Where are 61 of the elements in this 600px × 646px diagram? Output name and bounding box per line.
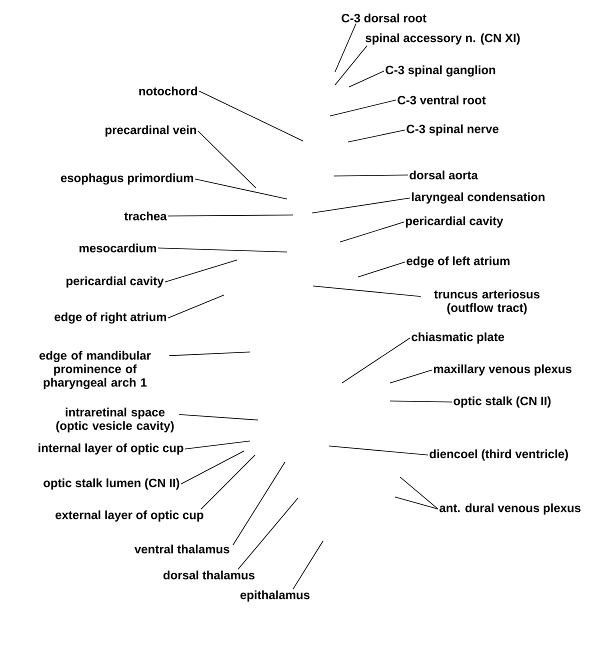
leader-line [312, 286, 422, 297]
structure-label: internal layer of optic cup [38, 443, 184, 455]
structure-label: optic stalk lumen (CN II) [44, 478, 180, 490]
structure-label: trachea [124, 212, 167, 220]
structure-label: ventral thalamus [134, 544, 230, 554]
structure-label: C-3 spinal ganglion [386, 65, 496, 77]
leader-line [164, 260, 238, 282]
structure-label: edge of mandibular prominence of pharyngeal arch 1 [39, 350, 151, 390]
structure-label: esophagus primordium [60, 173, 194, 185]
leader-line [238, 498, 298, 570]
leader-line [390, 400, 452, 402]
leader-line [198, 130, 256, 188]
structure-label: dorsal thalamus [163, 570, 254, 580]
structure-label: edge of right atrium [54, 312, 166, 324]
structure-label: spinal accessory n. (CN XI) [366, 33, 520, 45]
structure-label: edge of left atrium [406, 256, 510, 268]
structure-label: C-3 ventral root [398, 96, 486, 104]
leader-line [194, 178, 288, 200]
structure-label: intraretinal space (optic vesicle cavity) [56, 408, 174, 432]
leader-line [394, 496, 438, 510]
leader-line [180, 450, 244, 484]
structure-label: pericardial cavity [66, 276, 164, 288]
structure-label: maxillary venous plexus [434, 364, 572, 376]
leader-line [334, 174, 408, 176]
leader-line [200, 454, 256, 510]
structure-label: diencoel (third ventricle) [430, 449, 568, 461]
leader-line [312, 198, 410, 214]
structure-label: precardinal vein [106, 125, 196, 137]
leader-line [158, 248, 288, 252]
leader-line [340, 222, 404, 242]
structure-label: truncus arteriosus (outflow tract) [434, 290, 540, 314]
leader-line [358, 262, 406, 278]
leader-line [168, 294, 224, 318]
leader-line [168, 352, 250, 356]
structure-label: notochord [139, 86, 197, 96]
leader-line [342, 338, 410, 384]
leader-line [184, 440, 250, 450]
leader-line [178, 414, 258, 420]
structure-label: laryngeal condensation [412, 192, 544, 204]
leader-line [334, 45, 368, 86]
structure-label: ant. dural venous plexus [440, 503, 581, 515]
leader-line [232, 462, 286, 546]
leader-line [168, 214, 294, 216]
leader-line [328, 446, 428, 456]
leader-line [334, 23, 356, 72]
leader-line [390, 370, 432, 384]
structure-label: C-3 dorsal root [342, 14, 426, 22]
structure-label: mesocardium [80, 244, 156, 252]
structure-label: dorsal aorta [410, 170, 478, 180]
structure-label: external layer of optic cup [56, 510, 204, 522]
structure-label: pericardial cavity [406, 216, 504, 228]
leader-line [348, 130, 406, 142]
structure-label: optic stalk (CN II) [454, 396, 551, 408]
leader-line [198, 90, 304, 142]
structure-label: C-3 spinal nerve [406, 124, 498, 136]
structure-label: chiasmatic plate [412, 332, 504, 344]
leader-line [330, 100, 396, 116]
structure-label: epithalamus [240, 590, 310, 602]
leader-line [400, 476, 438, 510]
leader-line [348, 70, 384, 88]
leader-line [292, 540, 324, 590]
